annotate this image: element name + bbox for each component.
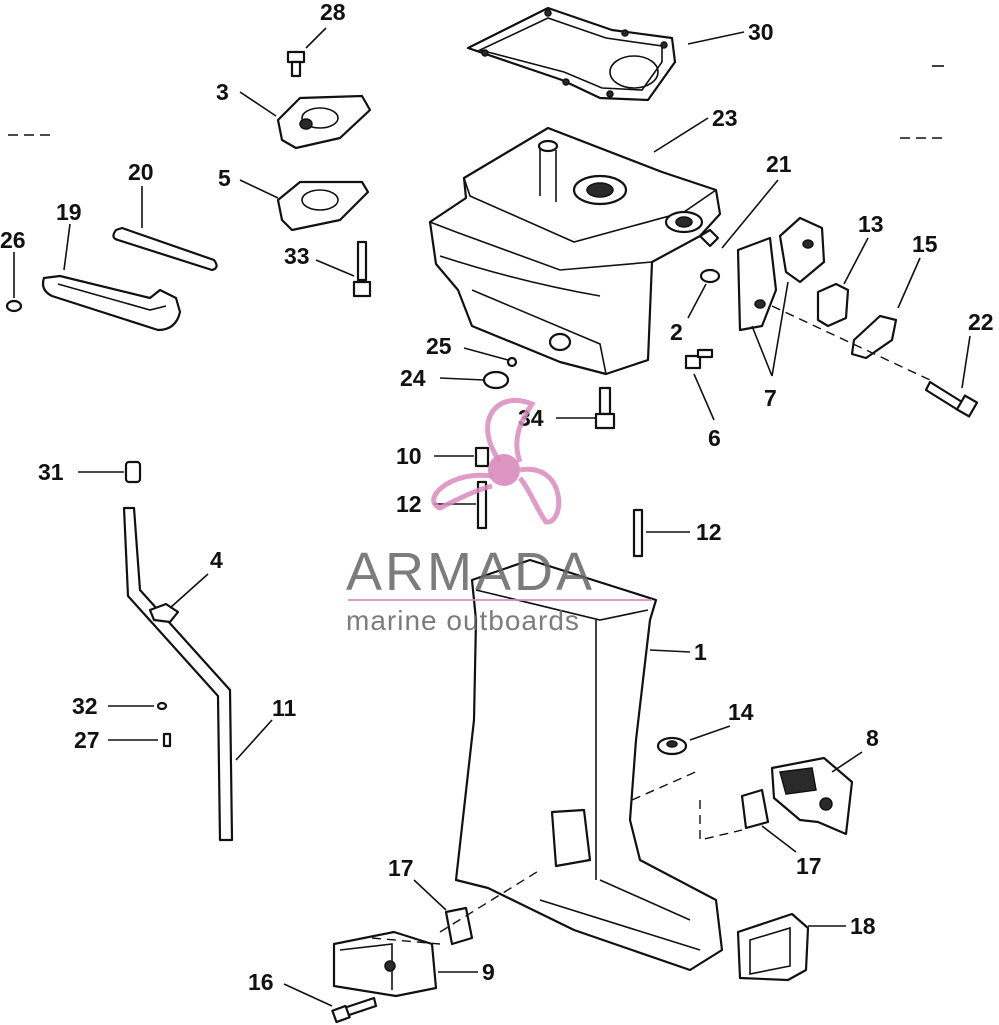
part-20-strip bbox=[112, 226, 218, 272]
callout-1: 1 bbox=[694, 639, 707, 665]
part-26-screw bbox=[5, 299, 23, 313]
callout-25: 25 bbox=[426, 333, 452, 359]
part-15-plate bbox=[850, 314, 898, 360]
part-14-washer bbox=[656, 736, 688, 756]
part-19-gasket bbox=[41, 274, 182, 332]
part-2-washer bbox=[699, 268, 721, 284]
part-28-screw bbox=[286, 50, 306, 78]
callout-24: 24 bbox=[400, 365, 426, 391]
callout-23: 23 bbox=[712, 105, 738, 131]
callout-12-b: 12 bbox=[696, 519, 722, 545]
part-10-dowel bbox=[474, 446, 490, 468]
part-9-bracket bbox=[332, 930, 438, 998]
part-34-bolt bbox=[594, 386, 616, 430]
part-22-bolt bbox=[924, 380, 979, 418]
callout-3: 3 bbox=[216, 79, 229, 105]
callout-30: 30 bbox=[748, 19, 774, 45]
propeller-icon bbox=[485, 397, 536, 464]
part-3-cover bbox=[276, 94, 372, 150]
callout-11: 11 bbox=[272, 695, 297, 721]
part-23-exhaust-housing bbox=[428, 126, 722, 376]
callout-20: 20 bbox=[128, 159, 154, 185]
callout-27: 27 bbox=[74, 727, 100, 753]
callout-17-b: 17 bbox=[796, 853, 822, 879]
part-17-block bbox=[444, 906, 474, 946]
callout-9: 9 bbox=[482, 959, 495, 985]
callout-16: 16 bbox=[248, 969, 274, 995]
part-5-gasket bbox=[276, 180, 370, 232]
part-30-gasket bbox=[466, 6, 677, 102]
callout-6: 6 bbox=[708, 425, 721, 451]
part-18-bracket bbox=[736, 912, 810, 982]
watermark-brand: ARMADA bbox=[346, 542, 595, 602]
callout-14: 14 bbox=[728, 699, 754, 725]
callout-10: 10 bbox=[396, 443, 422, 469]
callout-4: 4 bbox=[210, 547, 223, 573]
part-6-screw bbox=[684, 348, 714, 370]
part-33-bolt bbox=[352, 240, 372, 298]
part-32-washer bbox=[156, 701, 168, 711]
part-12-stud bbox=[476, 480, 488, 530]
part-21-nut bbox=[698, 228, 720, 248]
part-25-washer bbox=[506, 356, 518, 368]
part-8-mount bbox=[770, 756, 854, 836]
part-4-clip bbox=[148, 602, 180, 624]
callout-5: 5 bbox=[218, 165, 231, 191]
callout-21: 21 bbox=[766, 151, 792, 177]
callout-17: 17 bbox=[388, 855, 414, 881]
callout-33: 33 bbox=[284, 243, 310, 269]
part-24-plug bbox=[482, 370, 510, 390]
callout-28: 28 bbox=[320, 0, 346, 25]
part-16-bolt bbox=[331, 996, 378, 1024]
callout-15: 15 bbox=[912, 231, 938, 257]
callout-12: 12 bbox=[396, 491, 422, 517]
edge-marks bbox=[8, 65, 945, 139]
callout-18: 18 bbox=[850, 913, 876, 939]
callout-32: 32 bbox=[72, 693, 98, 719]
callout-26: 26 bbox=[0, 227, 26, 253]
callout-7: 7 bbox=[764, 385, 777, 411]
part-13-block bbox=[816, 282, 850, 328]
callout-22: 22 bbox=[968, 309, 994, 335]
callout-19: 19 bbox=[56, 199, 82, 225]
part-11-water-tube bbox=[122, 506, 234, 842]
watermark-logo: ARMADA marine outboards bbox=[346, 397, 652, 636]
part-7-brackets bbox=[736, 216, 826, 332]
callout-8: 8 bbox=[866, 725, 879, 751]
part-27-screw bbox=[162, 732, 172, 748]
watermark-tagline: marine outboards bbox=[346, 605, 580, 636]
leader-lines bbox=[13, 27, 971, 1007]
callout-2: 2 bbox=[670, 319, 683, 345]
part-12-stud-b bbox=[632, 508, 644, 558]
assembly-lines bbox=[371, 305, 931, 945]
callout-31: 31 bbox=[38, 459, 64, 485]
callout-13: 13 bbox=[858, 211, 884, 237]
part-31-grommet bbox=[124, 460, 142, 484]
part-17-block-b bbox=[740, 788, 770, 830]
